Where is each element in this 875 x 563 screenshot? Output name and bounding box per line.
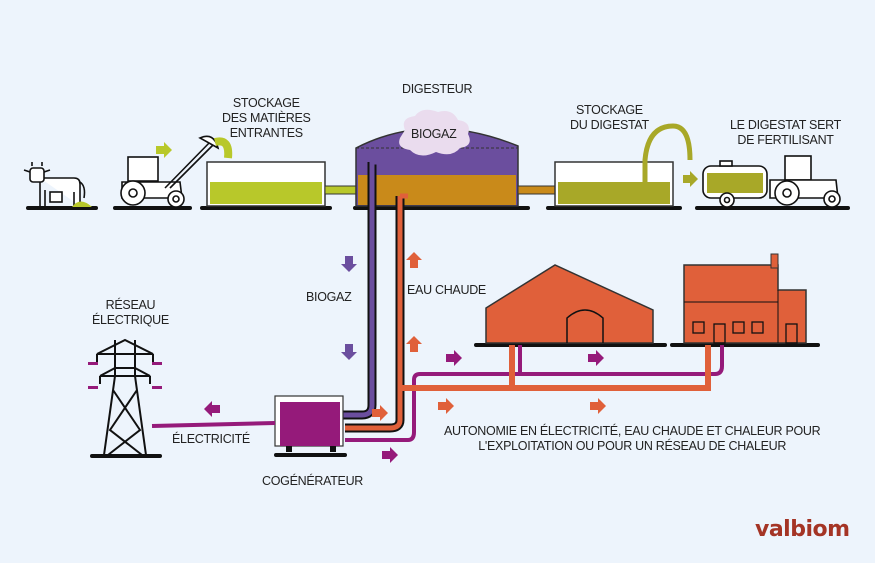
grid-label: RÉSEAU ÉLECTRIQUE [92, 298, 169, 328]
biogas-flow-arrows [341, 256, 357, 360]
digestate-storage-tank [554, 161, 674, 207]
inputs-flow [213, 137, 233, 159]
biogas-pipe-label: BIOGAZ [306, 290, 352, 304]
biogas-pipe [342, 159, 382, 418]
fertilizer-label: LE DIGESTAT SERT DE FERTILISANT [730, 118, 841, 148]
digester [355, 127, 519, 207]
ground-lines [26, 206, 850, 458]
biogas-cloud [399, 109, 470, 156]
electric-pylon-icon [96, 338, 154, 456]
label-line: DES MATIÈRES [222, 111, 311, 125]
electricity-flow-arrows [204, 350, 604, 463]
label-line: DU DIGESTAT [570, 118, 649, 132]
label-line: STOCKAGE [576, 103, 643, 117]
label-line: RÉSEAU [105, 298, 156, 312]
autonomy-label: AUTONOMIE EN ÉLECTRICITÉ, EAU CHAUDE ET … [444, 424, 821, 454]
electricity-label: ÉLECTRICITÉ [172, 432, 250, 446]
cow-icon [23, 162, 86, 206]
input-storage-label: STOCKAGE DES MATIÈRES ENTRANTES [222, 96, 311, 141]
feed-pile-icon [72, 201, 92, 207]
electric-distribution-line [345, 345, 724, 442]
label-line: L'EXPLOITATION OU POUR UN RÉSEAU DE CHAL… [478, 439, 787, 453]
label-line: ÉLECTRIQUE [92, 313, 169, 327]
cogenerator-label: COGÉNÉRATEUR [262, 474, 364, 488]
valbiom-logo: valbiom [755, 517, 850, 542]
hot-water-label: EAU CHAUDE [407, 283, 486, 297]
digestate-transfer-pipe [642, 123, 693, 190]
hot-water-pipe [345, 193, 408, 431]
digestate-storage-label: STOCKAGE DU DIGESTAT [570, 103, 649, 133]
barn-building [485, 264, 654, 344]
tanker-tractor-icon [702, 155, 841, 208]
hot-water-flow-arrows [372, 252, 606, 421]
label-line: STOCKAGE [232, 96, 300, 110]
label-line: DE FERTILISANT [737, 133, 834, 147]
cogenerator [274, 395, 344, 452]
pipe-to-digestate-storage [517, 185, 557, 195]
label-line: AUTONOMIE EN ÉLECTRICITÉ, EAU CHAUDE ET … [444, 424, 821, 438]
input-storage-tank [206, 161, 326, 207]
label-line: LE DIGESTAT SERT [730, 118, 841, 132]
pipe-to-digester [324, 185, 358, 195]
digester-label: DIGESTEUR [402, 82, 473, 96]
arrow-right-icon [156, 142, 172, 158]
label-line: ENTRANTES [229, 126, 303, 140]
house-building [683, 253, 807, 344]
heat-distribution-pipe [400, 345, 711, 391]
pylon-insulators [88, 362, 162, 389]
biogas-cloud-label: BIOGAZ [411, 127, 457, 141]
grid-power-line [151, 421, 276, 428]
tractor-loader-icon [120, 135, 220, 208]
arrow-right-icon [683, 171, 698, 187]
